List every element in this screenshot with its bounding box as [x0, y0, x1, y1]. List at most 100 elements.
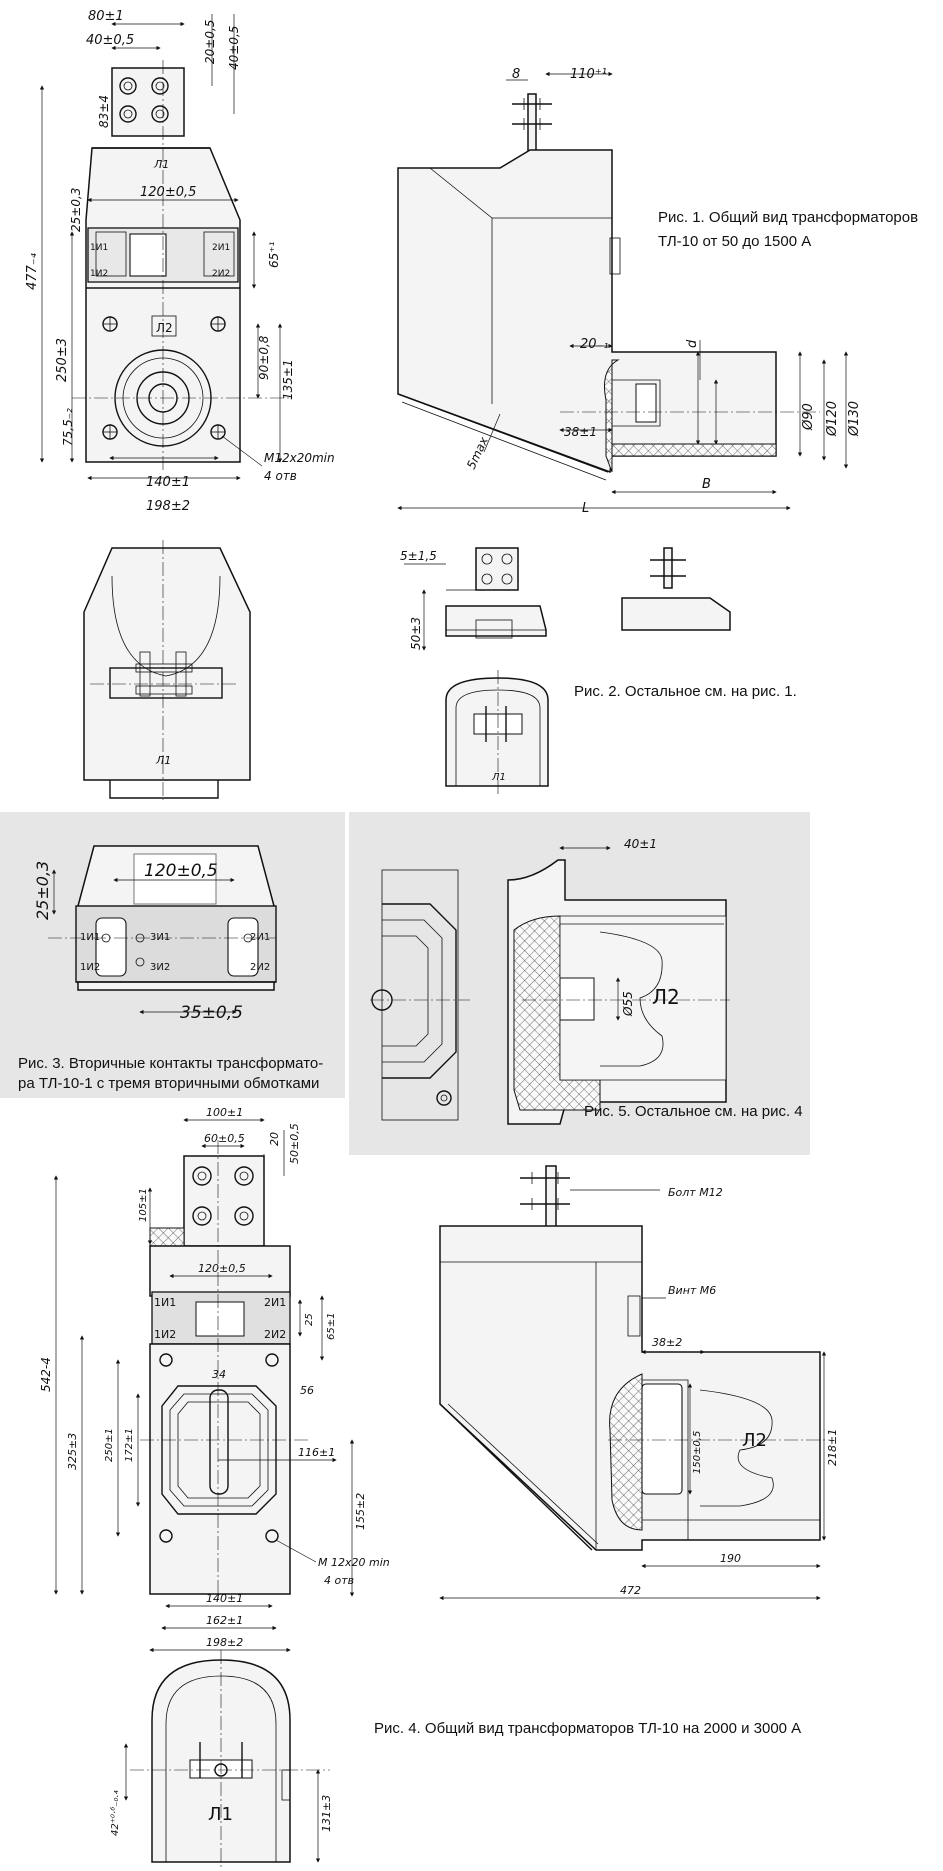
fig2-views: 5±1,5 50±3 Л1: [400, 547, 731, 794]
fig1-top-view: Л1: [83, 540, 251, 800]
terminal-label: 1И2: [80, 962, 100, 973]
terminal-label: 1И2: [90, 269, 108, 279]
dim-label: 116±1: [298, 1446, 335, 1459]
dim-label: 100±1: [206, 1106, 243, 1119]
dim-label: Ø55: [621, 991, 635, 1017]
dim-label: 472: [620, 1584, 641, 1597]
terminal-label: 2И1: [250, 932, 270, 943]
fig2-caption: Рис. 2. Остальное см. на рис. 1.: [574, 683, 797, 700]
dim-label: 105±1: [138, 1188, 149, 1222]
mark-l2: Л2: [156, 321, 173, 335]
dim-label: 135±1: [281, 359, 295, 400]
dim-label: 8: [512, 67, 520, 82]
dim-label: 155±2: [354, 1493, 367, 1530]
dim-label: 131±3: [320, 1795, 333, 1832]
dim-label: 90±0,8: [257, 335, 271, 380]
dim-label: 150±0,5: [692, 1431, 703, 1474]
dim-label: 140±1: [146, 475, 190, 490]
fig3-caption-line1: Рис. 3. Вторичные контакты трансформато-: [18, 1055, 323, 1072]
dim-label: 25±0,3: [33, 861, 52, 920]
terminal-label: 2И1: [212, 243, 230, 253]
dim-label: 162±1: [206, 1614, 243, 1627]
dim-label: 83±4: [97, 95, 111, 128]
terminal-label: 1И1: [154, 1296, 176, 1309]
terminal-label: 2И2: [264, 1328, 286, 1341]
dim-label: 42⁺⁰·⁶₋₀.₄: [110, 1790, 121, 1836]
terminal-label: 2И2: [212, 269, 230, 279]
mark-l1: Л1: [208, 1804, 233, 1825]
dim-label: 5±1,5: [400, 549, 437, 563]
dim-label: 35±0,5: [180, 1003, 243, 1023]
fig1-front-dim-labels: 80±1 40±0,5 20±0,5 40±0,5 83±4 25±0,3 12…: [25, 9, 335, 514]
mark-l1: Л1: [155, 754, 171, 767]
dim-label: Болт М12: [668, 1186, 723, 1199]
dim-label: 40±1: [624, 837, 657, 851]
dim-label: 75,5₋₂: [61, 408, 75, 446]
dim-label: Ø90: [801, 403, 816, 431]
dim-label: 250±3: [55, 338, 70, 382]
dim-label: М 12x20 min: [318, 1556, 390, 1569]
terminal-label: 3И1: [150, 932, 170, 943]
dim-label: 38±1: [564, 425, 597, 439]
terminal-label: 2И1: [264, 1296, 286, 1309]
dim-label: 34: [212, 1368, 226, 1381]
dim-label: 120±0,5: [144, 861, 218, 881]
fig4-side-view: Болт М12 Винт М6 38±2 150±0,5 218±1 190 …: [439, 1165, 839, 1601]
dim-label: 65⁺¹: [267, 241, 281, 268]
dim-label: 25±0,3: [69, 188, 83, 232]
fig3-caption-line2: ра ТЛ-10-1 с тремя вторичными обмотками: [18, 1075, 319, 1092]
fig4-top-view: 42⁺⁰·⁶₋₀.₄ 131±3 Л1: [110, 1650, 333, 1868]
fig3-secondary-contacts: 120±0,5 25±0,3 35±0,5 1И1 1И2 2И1 2И2 3И…: [33, 845, 277, 1023]
fig4-front-dim-labels: 100±1 60±0,5 20 50±0,5 105±1 120±0,5 25 …: [39, 1106, 390, 1649]
dim-label: Ø120: [825, 401, 840, 437]
dim-label: 120±0,5: [198, 1262, 246, 1275]
dim-label: 50±3: [409, 617, 423, 650]
dim-label: 4 отв: [324, 1574, 354, 1587]
dim-label: 172±1: [124, 1428, 135, 1462]
terminal-label: 3И2: [150, 962, 170, 973]
fig4-front-view: [53, 1117, 355, 1653]
dim-label: 50±0,5: [288, 1123, 301, 1164]
dim-label: 190: [720, 1552, 741, 1565]
dim-label: 120±0,5: [140, 185, 196, 200]
dim-label: 40±0,5: [86, 33, 134, 48]
dim-label: M12x20min: [264, 451, 335, 465]
terminal-label: 1И1: [80, 932, 100, 943]
dim-label: 80±1: [88, 9, 124, 24]
dim-label: 198±2: [206, 1636, 243, 1649]
terminal-label: 2И2: [250, 962, 270, 973]
fig1-caption-line2: ТЛ-10 от 50 до 1500 А: [658, 233, 811, 250]
dim-label: 20±0,5: [203, 20, 217, 64]
fig4-caption: Рис. 4. Общий вид трансформаторов ТЛ-10 …: [374, 1720, 801, 1737]
fig5-section-view: 40±1 Ø55 Л2: [370, 837, 730, 1125]
dim-label: 20: [268, 1132, 281, 1146]
dim-label: 56: [300, 1384, 314, 1397]
dim-label: Ø130: [847, 401, 862, 437]
dim-label: 20₋₁: [580, 337, 609, 352]
mark-l2: Л2: [742, 1430, 767, 1451]
dim-label: 140±1: [206, 1592, 243, 1605]
dim-label: 110⁺¹: [570, 67, 607, 82]
fig5-caption: Рис. 5. Остальное см. на рис. 4: [584, 1103, 803, 1120]
mark-l1: Л1: [491, 772, 506, 783]
dim-label: 218±1: [826, 1429, 839, 1466]
dim-label: B: [702, 477, 711, 492]
dim-label: 477₋₄: [25, 252, 40, 290]
fig1-caption-line1: Рис. 1. Общий вид трансформаторов: [658, 209, 918, 226]
dim-label: 60±0,5: [204, 1132, 245, 1145]
dim-label: 4 отв: [264, 469, 297, 483]
dim-label: 25: [304, 1313, 315, 1326]
fig1-front-view: [39, 14, 290, 481]
mark-l2: Л2: [652, 985, 680, 1009]
dim-label: 5max: [464, 434, 491, 471]
terminal-label: 1И1: [90, 243, 108, 253]
dim-label: Винт М6: [668, 1284, 716, 1297]
dim-label: 325±3: [66, 1433, 79, 1470]
dim-label: 38±2: [652, 1336, 682, 1349]
dim-label: L: [582, 501, 589, 516]
dim-label: 542-4: [39, 1357, 53, 1392]
dim-label: d: [685, 339, 700, 348]
terminal-label: 1И2: [154, 1328, 176, 1341]
dim-label: 65±1: [326, 1313, 337, 1340]
